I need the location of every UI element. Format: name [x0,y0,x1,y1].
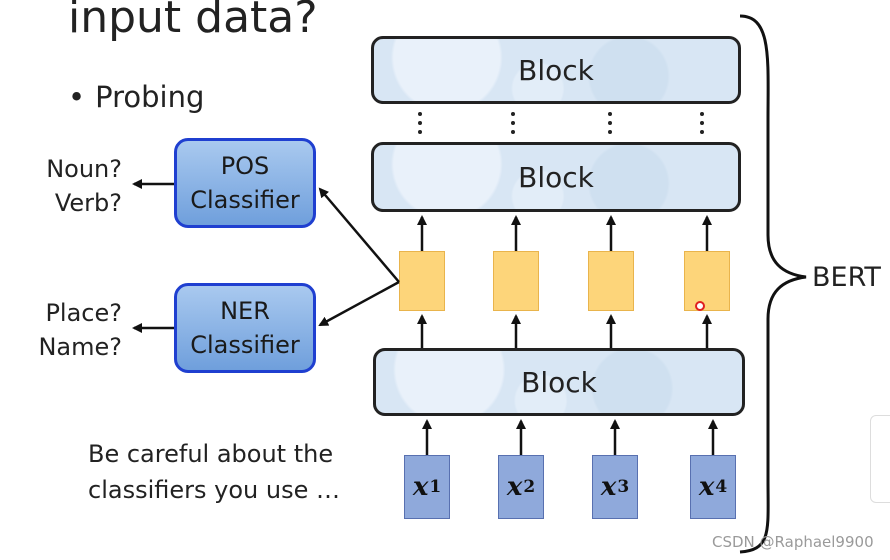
watermark: CSDN @Raphael9900 [712,533,874,551]
arrow-emb-to-pos [318,187,400,283]
token-x4-sup: 4 [715,477,728,497]
ner-output-labels: Place? Name? [30,296,122,364]
ellipsis-4 [700,112,704,139]
token-x3-base: x [600,472,617,502]
block-top: Block [371,36,741,104]
pos-classifier-line2: Classifier [190,186,300,214]
ner-output-name: Name? [38,333,122,361]
block-bottom-label: Block [521,365,597,399]
ner-classifier-box: NER Classifier [174,283,316,373]
embedding-1 [399,251,445,311]
pointer-dot [695,301,705,311]
caution-note: Be careful about the classifiers you use… [88,436,340,508]
arrow-emb-to-ner [318,280,400,327]
side-panel-tab[interactable] [870,415,890,503]
embedding-4 [684,251,730,311]
token-x4-base: x [698,472,715,502]
caution-note-line2: classifiers you use … [88,476,340,504]
ner-output-place: Place? [45,299,122,327]
block-top-label: Block [518,53,594,87]
bullet-item: • Probing [68,80,204,114]
pos-output-verb: Verb? [54,189,122,217]
ellipsis-3 [608,112,612,139]
slide-title: input data? [68,0,318,43]
embedding-2 [493,251,539,311]
pos-classifier-box: POS Classifier [174,138,316,228]
token-x2-base: x [506,472,523,502]
token-x1-sup: 1 [429,477,442,497]
ellipsis-2 [511,112,515,139]
block-bottom: Block [373,348,745,416]
token-x1-base: x [412,472,429,502]
pos-output-noun: Noun? [46,155,122,183]
caution-note-line1: Be careful about the [88,440,334,468]
bert-label: BERT [812,262,881,293]
block-middle: Block [371,142,741,212]
embedding-3 [588,251,634,311]
token-x3-sup: 3 [617,477,630,497]
ellipsis-1 [418,112,422,139]
pos-output-labels: Noun? Verb? [30,152,122,220]
pos-classifier-line1: POS [220,152,270,180]
block-middle-label: Block [518,160,594,194]
ner-classifier-line1: NER [220,297,270,325]
bert-brace [739,14,807,554]
bullet-marker: • [68,80,86,114]
ner-classifier-line2: Classifier [190,331,300,359]
token-x2-sup: 2 [523,477,536,497]
bullet-text: Probing [95,80,205,114]
